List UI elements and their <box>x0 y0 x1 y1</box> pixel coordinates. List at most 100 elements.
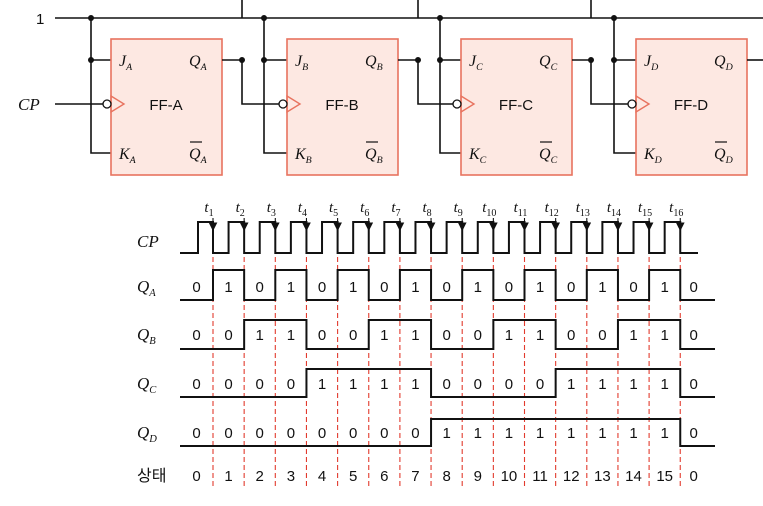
jk-feed-wire <box>90 18 111 154</box>
state-value: 6 <box>380 468 388 485</box>
bit-value: 1 <box>536 279 544 296</box>
flipflop-name: FF-B <box>325 97 358 114</box>
qa-waveform <box>180 269 715 301</box>
time-label: t2 <box>236 200 245 219</box>
bit-value: 1 <box>256 327 264 344</box>
clock-bubble <box>102 99 112 109</box>
bit-value: 0 <box>224 376 232 393</box>
q-to-next-clock <box>417 60 453 105</box>
q-bar-output-label: QB <box>365 146 383 166</box>
junction-dot <box>88 57 94 63</box>
time-label: t8 <box>422 200 431 219</box>
cp-waveform <box>180 221 698 254</box>
bit-value: 1 <box>349 376 357 393</box>
bit-value: 1 <box>442 425 450 442</box>
state-value: 11 <box>532 468 548 485</box>
time-label: t12 <box>545 200 559 219</box>
flipflop-box <box>460 38 573 176</box>
time-label: t9 <box>454 200 463 219</box>
flipflop-box <box>286 38 399 176</box>
bit-value: 1 <box>318 376 326 393</box>
state-value: 7 <box>411 468 419 485</box>
time-label: t5 <box>329 200 338 219</box>
bit-value: 0 <box>380 279 388 296</box>
state-value: 4 <box>318 468 326 485</box>
flipflop-box <box>635 38 748 176</box>
signal-label: QA <box>137 277 156 299</box>
junction-dot <box>437 57 443 63</box>
bit-value: 0 <box>567 327 575 344</box>
k-input-label: KC <box>468 146 487 166</box>
bit-value: 1 <box>411 376 419 393</box>
q-bar-output-label: QC <box>539 146 558 166</box>
bit-value: 0 <box>411 425 419 442</box>
bit-value: 0 <box>192 425 200 442</box>
bit-value: 0 <box>192 376 200 393</box>
qd-waveform <box>180 418 715 447</box>
q-output-label: QD <box>714 53 733 73</box>
bit-value: 1 <box>474 279 482 296</box>
qc-waveform <box>180 368 715 398</box>
bit-value: 0 <box>536 376 544 393</box>
state-value: 8 <box>442 468 450 485</box>
bit-value: 1 <box>536 425 544 442</box>
bit-value: 0 <box>349 327 357 344</box>
bit-value: 1 <box>380 327 388 344</box>
state-value: 2 <box>256 468 264 485</box>
bit-value: 0 <box>442 327 450 344</box>
bit-value: 0 <box>442 376 450 393</box>
bit-value: 1 <box>661 376 669 393</box>
q-output-label: QB <box>365 53 383 73</box>
input-one-label: 1 <box>36 11 44 28</box>
bit-value: 0 <box>318 279 326 296</box>
bit-value: 1 <box>567 376 575 393</box>
bit-value: 0 <box>567 279 575 296</box>
bit-value: 1 <box>505 327 513 344</box>
time-label: t1 <box>204 200 213 219</box>
flipflop-box <box>110 38 223 176</box>
time-label: t14 <box>607 200 621 219</box>
state-value: 9 <box>474 468 482 485</box>
bit-value: 1 <box>598 425 606 442</box>
junction-dot <box>88 15 94 21</box>
flipflop-name: FF-A <box>149 97 182 114</box>
bit-value: 1 <box>349 279 357 296</box>
state-value: 12 <box>563 468 580 485</box>
bit-value: 0 <box>287 425 295 442</box>
k-input-label: KA <box>118 146 137 166</box>
state-value: 10 <box>501 468 518 485</box>
state-value: 5 <box>349 468 357 485</box>
bit-value: 1 <box>536 327 544 344</box>
bit-value: 0 <box>256 376 264 393</box>
bit-value: 0 <box>349 425 357 442</box>
clock-bubble <box>278 99 288 109</box>
bit-value: 1 <box>598 279 606 296</box>
state-value: 3 <box>287 468 295 485</box>
bit-value: 1 <box>411 327 419 344</box>
jk-feed-wire <box>439 18 461 154</box>
bit-value: 0 <box>224 327 232 344</box>
junction-dot <box>437 15 443 21</box>
bit-value: 1 <box>661 425 669 442</box>
bit-value: 0 <box>442 279 450 296</box>
bit-value: 0 <box>287 376 295 393</box>
signal-label: QD <box>137 423 157 445</box>
bit-value: 1 <box>629 327 637 344</box>
bit-value: 0 <box>474 376 482 393</box>
bit-value: 0 <box>689 376 697 393</box>
jk-feed-wire <box>613 18 636 154</box>
bit-value: 1 <box>224 279 232 296</box>
time-label: t7 <box>391 200 400 219</box>
state-value: 0 <box>192 468 200 485</box>
bit-value: 0 <box>318 327 326 344</box>
state-value: 14 <box>625 468 642 485</box>
q-bar-output-label: QA <box>189 146 208 166</box>
k-input-label: KD <box>643 146 662 166</box>
q-output-label: QA <box>189 53 208 73</box>
qb-waveform <box>180 319 715 350</box>
time-label: t3 <box>267 200 276 219</box>
bit-value: 0 <box>380 425 388 442</box>
